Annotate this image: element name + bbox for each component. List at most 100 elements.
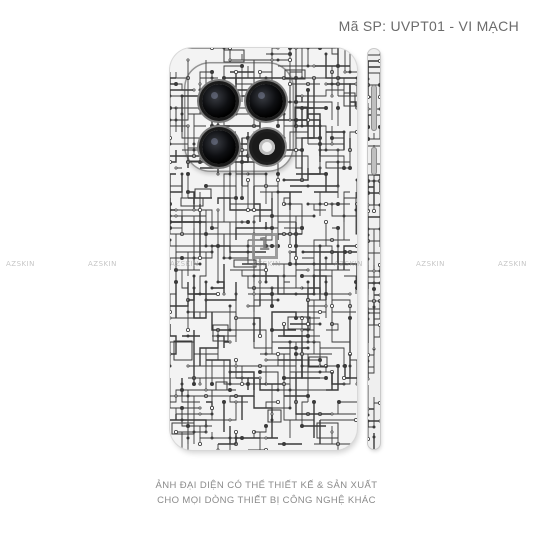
circuit-trace — [199, 437, 236, 444]
circuit-pad — [264, 358, 268, 362]
circuit-pad — [318, 370, 322, 374]
circuit-pad — [222, 399, 227, 404]
circuit-pad — [294, 100, 298, 104]
circuit-pad — [335, 225, 340, 230]
circuit-pad — [210, 225, 215, 230]
circuit-pad — [330, 412, 334, 416]
circuit-trace — [296, 90, 314, 109]
circuit-pad — [180, 382, 184, 386]
circuit-trace — [170, 185, 183, 222]
circuit-trace — [368, 121, 374, 140]
circuit-pad — [192, 274, 196, 278]
circuit-chip — [287, 316, 311, 330]
circuit-trace — [199, 377, 218, 384]
circuit-trace — [344, 275, 357, 282]
circuit-pad — [204, 388, 208, 392]
circuit-trace — [236, 377, 249, 390]
circuit-pad — [294, 292, 298, 296]
circuit-trace — [289, 48, 308, 60]
circuit-pad — [323, 219, 328, 224]
circuit-trace — [205, 348, 236, 367]
circuit-pad — [368, 203, 370, 207]
circuit-pad — [186, 58, 190, 62]
circuit-pad — [228, 328, 232, 332]
circuit-chip — [343, 92, 356, 107]
circuit-trace — [349, 83, 356, 96]
circuit-pad — [270, 58, 274, 62]
circuit-trace — [320, 347, 345, 366]
circuit-pad — [276, 399, 281, 404]
circuit-pad — [378, 419, 380, 423]
circuit-pad — [288, 243, 293, 248]
circuit-trace — [253, 396, 273, 420]
circuit-pad — [191, 381, 196, 386]
circuit-pad — [258, 376, 262, 380]
circuit-pad — [288, 250, 292, 254]
circuit-trace — [272, 215, 314, 235]
circuit-trace — [326, 131, 345, 150]
circuit-trace — [193, 282, 207, 319]
circuit-trace — [188, 366, 207, 390]
circuit-trace — [373, 127, 380, 140]
circuit-pad — [317, 309, 322, 314]
circuit-pad — [264, 436, 268, 440]
circuit-pad — [355, 76, 357, 80]
circuit-trace — [290, 318, 309, 325]
circuit-pad — [305, 321, 310, 326]
circuit-pad — [246, 219, 251, 224]
circuit-pad — [288, 232, 292, 236]
circuit-pad — [198, 82, 202, 86]
circuit-pad — [372, 208, 377, 213]
circuit-trace — [295, 48, 326, 79]
circuit-pad — [246, 177, 251, 182]
circuit-chip — [308, 356, 328, 368]
circuit-pad — [185, 327, 190, 332]
phone-side-skin — [368, 49, 380, 449]
circuit-trace — [271, 311, 297, 331]
circuit-trace — [368, 181, 375, 205]
circuit-pad — [288, 261, 293, 266]
circuit-trace — [170, 341, 194, 366]
circuit-pad — [368, 407, 370, 411]
circuit-trace — [319, 246, 339, 270]
circuit-pad — [264, 280, 268, 284]
circuit-trace — [175, 72, 188, 79]
circuit-pad — [378, 125, 380, 129]
circuit-trace — [170, 96, 189, 121]
camera-lens-icon — [202, 130, 236, 164]
circuit-pad — [170, 352, 172, 356]
circuit-pad — [354, 82, 357, 86]
circuit-pad — [264, 267, 269, 272]
circuit-pad — [179, 255, 184, 260]
product-code: Mã SP: UVPT01 - VI MẠCH — [338, 18, 519, 34]
circuit-pad — [228, 58, 232, 62]
circuit-trace — [260, 401, 278, 409]
circuit-pad — [355, 382, 357, 386]
circuit-trace — [170, 257, 194, 270]
circuit-pad — [258, 280, 262, 284]
circuit-pad — [354, 418, 357, 422]
circuit-pad — [276, 351, 281, 356]
circuit-pad — [378, 281, 380, 285]
circuit-trace — [218, 426, 237, 445]
circuit-pad — [368, 95, 370, 99]
circuit-pad — [343, 70, 347, 74]
circuit-trace — [223, 360, 260, 385]
circuit-pad — [210, 286, 214, 290]
circuit-trace — [289, 83, 320, 120]
circuit-trace — [170, 264, 177, 312]
circuit-pad — [170, 136, 172, 140]
circuit-trace — [253, 324, 273, 349]
circuit-trace — [373, 325, 380, 355]
circuit-trace — [254, 426, 267, 433]
circuit-pad — [324, 304, 328, 308]
circuit-trace — [350, 204, 357, 235]
circuit-pad — [282, 136, 286, 140]
circuit-trace — [289, 342, 309, 390]
watermark: AZSKIN — [416, 260, 445, 268]
circuit-pad — [170, 238, 172, 242]
brand-logo-icon — [252, 233, 278, 259]
circuit-pad — [368, 353, 370, 357]
circuit-pad — [282, 178, 286, 182]
side-button — [371, 85, 377, 131]
